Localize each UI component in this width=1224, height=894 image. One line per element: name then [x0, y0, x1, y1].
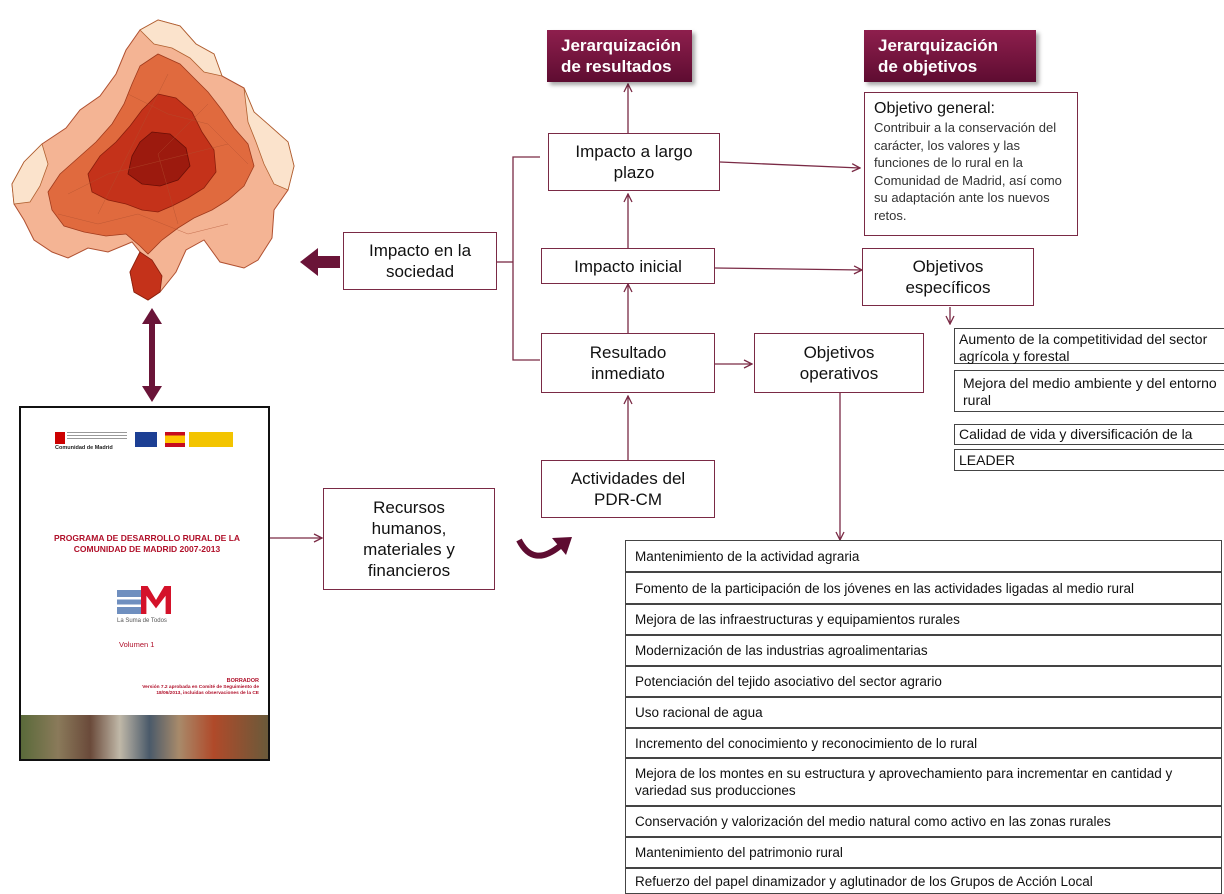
banner-objectives-hierarchy: Jerarquización de objetivos [864, 30, 1036, 82]
resources-box: Recursos humanos, materiales y financier… [323, 488, 495, 590]
resources-label: Recursos humanos, materiales y financier… [363, 498, 455, 580]
operative-objectives-label: Objetivos operativos [799, 343, 879, 383]
initial-impact-label: Impacto inicial [574, 256, 682, 276]
operative-item: Fomento de la participación de los jóven… [625, 572, 1222, 604]
header-text-lines [67, 432, 127, 440]
spain-flag-icon [165, 432, 185, 447]
operative-item: Uso racional de agua [625, 697, 1222, 728]
general-objective-title: Objetivo general: [874, 100, 995, 117]
activities-label: Actividades del PDR-CM [570, 469, 686, 509]
doc-org-name: Comunidad de Madrid [55, 445, 113, 451]
initial-impact-box: Impacto inicial [541, 248, 715, 284]
immediate-result-box: Resultado inmediato [541, 333, 715, 393]
activities-box: Actividades del PDR-CM [541, 460, 715, 518]
specific-item: Aumento de la competitividad del sector … [954, 328, 1224, 364]
doc-volume: Volumen 1 [119, 640, 155, 649]
general-objective-box: Objetivo general: Contribuir a la conser… [864, 92, 1078, 236]
immediate-result-label: Resultado inmediato [589, 343, 667, 383]
society-impact-label: Impacto en la sociedad [368, 241, 472, 281]
em-logo [117, 586, 173, 616]
general-objective-text: Contribuir a la conservación del carácte… [874, 120, 1062, 223]
society-impact-box: Impacto en la sociedad [343, 232, 497, 290]
specific-objectives-label: Objetivos específicos [905, 257, 991, 297]
society-to-map-arrow [300, 248, 340, 276]
doc-title: PROGRAMA DE DESARROLLO RURAL DE LA COMUN… [53, 533, 241, 554]
operative-item: Modernización de las industrias agroalim… [625, 635, 1222, 666]
ministry-logo [189, 432, 233, 447]
arrow-initial-to-specific [714, 268, 862, 270]
madrid-flag-icon [55, 432, 65, 444]
operative-item: Mantenimiento del patrimonio rural [625, 837, 1222, 868]
doc-logo-subtitle: La Suma de Todos [117, 618, 167, 624]
specific-item: LEADER [954, 449, 1224, 471]
eu-flag-icon [135, 432, 157, 447]
pdr-document-cover: Comunidad de Madrid PROGRAMA DE DESARROL… [19, 406, 270, 761]
brace-bracket [512, 156, 540, 361]
doc-photo-strip [21, 715, 268, 759]
banner-results-hierarchy: Jerarquización de resultados [547, 30, 692, 82]
operative-objectives-box: Objetivos operativos [754, 333, 924, 393]
specific-item: Calidad de vida y diversificación de la [954, 424, 1224, 445]
doc-draft-label: BORRADOR [226, 678, 259, 684]
operative-item: Refuerzo del papel dinamizador y aglutin… [625, 868, 1222, 894]
arrow-longterm-to-general [719, 161, 860, 168]
operative-item: Incremento del conocimiento y reconocimi… [625, 728, 1222, 758]
operative-item: Mejora de las infraestructuras y equipam… [625, 604, 1222, 635]
operative-item: Mejora de los montes en su estructura y … [625, 758, 1222, 806]
doc-version-note: Versión 7.2 aprobada en Comité de Seguim… [142, 685, 259, 696]
specific-item: Mejora del medio ambiente y del entorno … [954, 370, 1224, 412]
operative-item: Potenciación del tejido asociativo del s… [625, 666, 1222, 697]
operative-item: Mantenimiento de la actividad agraria [625, 540, 1222, 572]
long-term-impact-label: Impacto a largo plazo [575, 142, 693, 182]
long-term-impact-box: Impacto a largo plazo [548, 133, 720, 191]
madrid-map [11, 19, 295, 301]
operative-item: Conservación y valorización del medio na… [625, 806, 1222, 837]
specific-objectives-box: Objetivos específicos [862, 248, 1034, 306]
map-document-double-arrow [142, 308, 162, 402]
cycle-curved-arrow [516, 537, 572, 559]
